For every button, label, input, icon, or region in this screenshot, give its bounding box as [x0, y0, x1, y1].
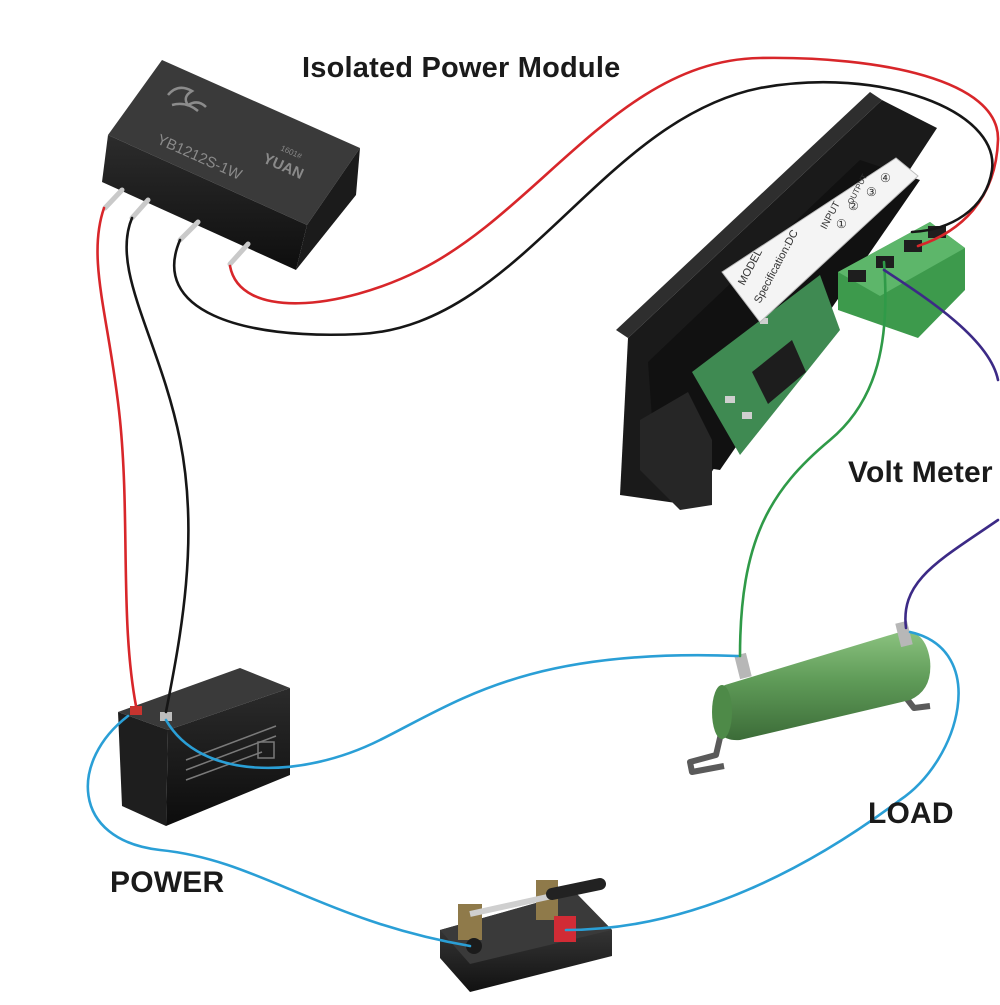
- wire-blue-battery-to-switch: [86, 714, 472, 948]
- isolated-power-module: YUAN 1601# YB1212S-1W: [102, 60, 360, 270]
- module-pins: [102, 187, 251, 267]
- volt-meter: MODEL Specification:DC INPUT OUTPUT ① ② …: [616, 92, 965, 510]
- battery: [118, 668, 290, 826]
- meter-terminal-3: ③: [866, 185, 877, 199]
- wire-red-battery-to-module: [96, 206, 138, 708]
- meter-terminal-4: ④: [880, 171, 891, 185]
- wire-blue-battery-to-resistor: [164, 653, 740, 770]
- wire-blue-switch-to-resistor: [564, 630, 960, 932]
- power-label: POWER: [110, 866, 225, 899]
- wire-green-meter-to-resistor: [738, 260, 887, 658]
- wire-purple-meter-to-resistor: [882, 268, 1000, 630]
- module-logo: [167, 86, 207, 112]
- wire-black-module-to-meter: [173, 80, 994, 336]
- load-resistor: [687, 620, 931, 775]
- volt-meter-label: Volt Meter: [848, 456, 993, 489]
- knife-switch: [440, 878, 612, 992]
- meter-terminal-1: ①: [836, 217, 847, 231]
- wires: [86, 56, 1000, 948]
- meter-terminal-2: ②: [848, 199, 859, 213]
- wire-black-battery-to-module: [125, 216, 190, 714]
- load-label: LOAD: [868, 797, 954, 830]
- pcb-components: [725, 318, 806, 419]
- wire-red-module-to-meter: [228, 56, 1000, 305]
- isolated-power-module-label: Isolated Power Module: [302, 52, 621, 84]
